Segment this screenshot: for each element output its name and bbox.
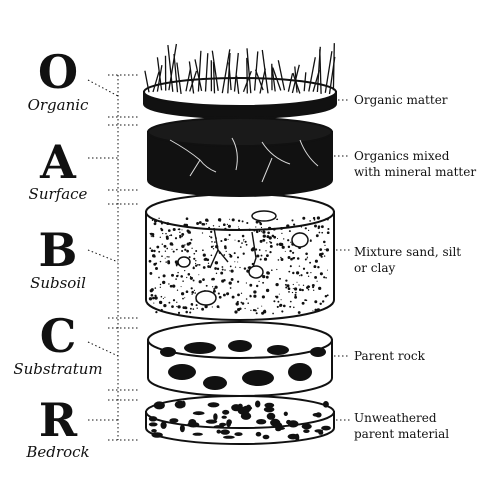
horizon-c-description: Parent rock	[354, 349, 426, 363]
horizon-o-name: Organic	[28, 96, 89, 114]
description-leaders	[334, 100, 350, 420]
horizon-r-letter: R	[39, 393, 78, 447]
horizon-o-letter: O	[38, 45, 78, 99]
bracket-leaders	[88, 75, 140, 440]
horizon-b-description-line1: Mixture sand, silt	[354, 245, 461, 259]
layer-r-bedrock	[146, 396, 334, 444]
horizon-o-description: Organic matter	[354, 93, 448, 107]
horizon-b-letter: B	[39, 223, 78, 277]
layer-c-substratum	[148, 322, 332, 396]
layer-o-organic	[144, 43, 336, 118]
horizon-b-description-line2: or clay	[354, 261, 395, 275]
horizon-c-name: Substratum	[13, 360, 102, 378]
layer-b-subsoil	[146, 194, 334, 320]
horizon-a-label: A Surface	[29, 135, 88, 203]
horizon-b-name: Subsoil	[30, 274, 86, 292]
horizon-b-label: B Subsoil	[30, 223, 86, 292]
horizon-r-name: Bedrock	[25, 443, 89, 461]
horizon-r-description-line1: Unweathered	[354, 411, 437, 425]
horizon-r-label: R Bedrock	[25, 393, 89, 461]
horizon-a-letter: A	[39, 135, 77, 189]
horizon-c-label: C Substratum	[13, 309, 102, 378]
horizon-a-description-line1: Organics mixed	[354, 149, 450, 163]
layer-a-surface	[148, 118, 332, 196]
horizon-a-description-line2: with mineral matter	[354, 165, 476, 179]
horizon-r-description-line2: parent material	[354, 427, 449, 441]
horizon-o-label: O Organic	[28, 45, 89, 114]
horizon-a-name: Surface	[29, 185, 88, 203]
horizon-c-letter: C	[40, 309, 77, 363]
